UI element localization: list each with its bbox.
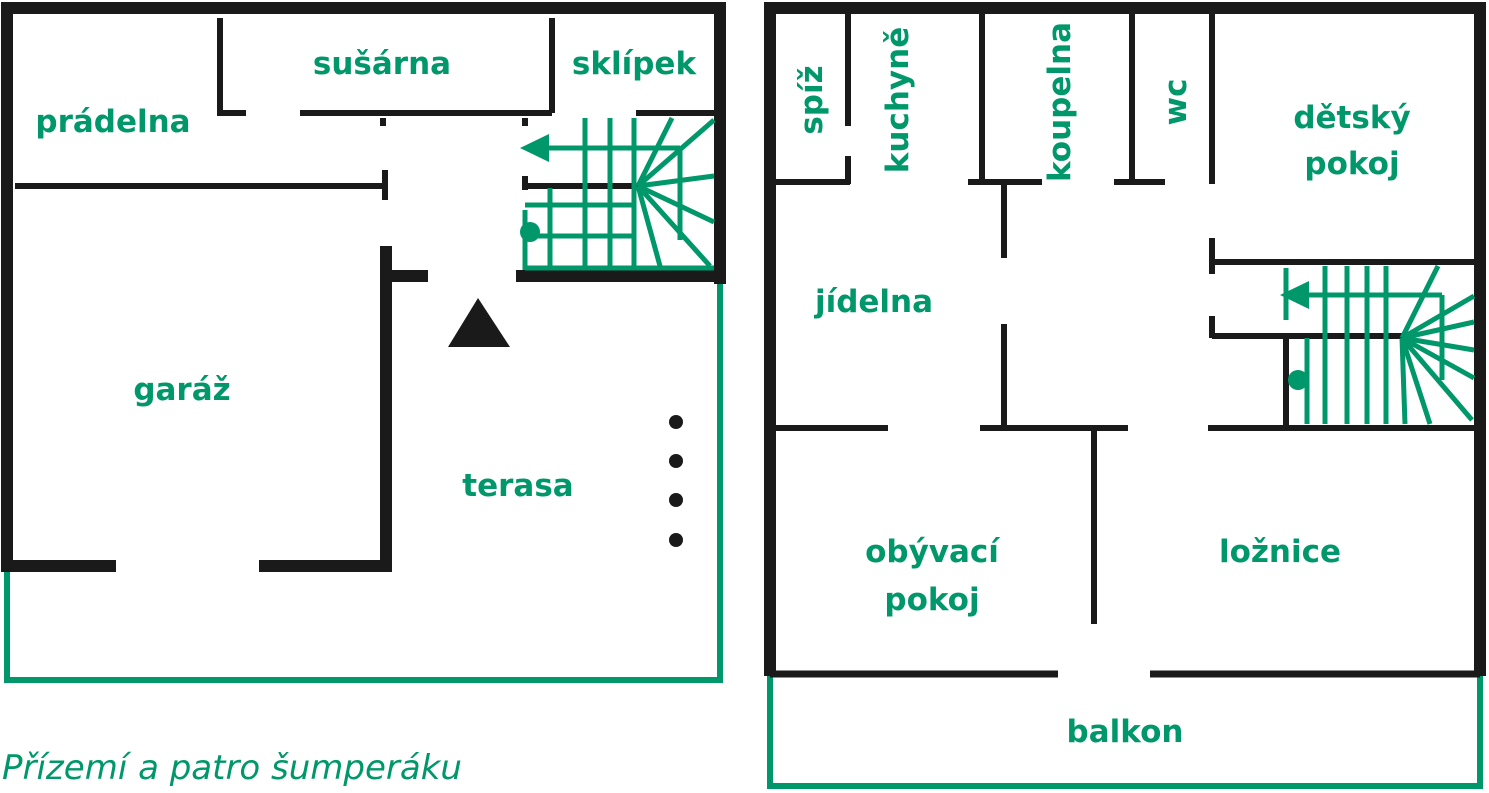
room-label-obyvaci: obývací bbox=[865, 534, 1000, 570]
room-label-pradelna: prádelna bbox=[35, 104, 190, 140]
room-label-garaz: garáž bbox=[133, 372, 230, 408]
room-label-jidelna: jídelna bbox=[813, 284, 933, 320]
upper-floor-balcony-outline bbox=[767, 676, 1483, 789]
ground-floor-staircase bbox=[522, 116, 716, 271]
room-label-balkon: balkon bbox=[1067, 714, 1184, 750]
upper-floor-plan: spíž kuchyně koupelna wc dětský pokoj jí… bbox=[764, 2, 1486, 789]
room-label-terasa: terasa bbox=[462, 468, 573, 504]
ground-floor-terrace-outline bbox=[4, 282, 723, 683]
upper-floor-staircase bbox=[1283, 264, 1476, 425]
room-label-koupelna: koupelna bbox=[1042, 22, 1078, 182]
stair-dot-icon bbox=[1288, 370, 1308, 390]
upper-floor-interior-walls bbox=[776, 14, 1476, 624]
ground-floor-plan: sušárna sklípek prádelna garáž terasa bbox=[1, 2, 726, 683]
room-label-susarna: sušárna bbox=[313, 46, 451, 82]
diagram-caption: Přízemí a patro šumperáku bbox=[2, 748, 462, 788]
dots-icon bbox=[669, 415, 683, 547]
room-label-detsky-pokoj: pokoj bbox=[1304, 146, 1399, 182]
room-label-sklipek: sklípek bbox=[572, 46, 698, 82]
room-label-detsky: dětský bbox=[1293, 100, 1410, 136]
upper-floor-outer-walls bbox=[764, 2, 1486, 676]
room-label-spiz: spíž bbox=[794, 65, 830, 134]
stair-arrow-icon bbox=[520, 134, 549, 162]
room-label-loznice: ložnice bbox=[1219, 534, 1341, 570]
ground-floor-outer-walls bbox=[1, 2, 726, 572]
room-label-obyvaci-pokoj: pokoj bbox=[884, 582, 979, 618]
ground-floor-interior-walls bbox=[15, 18, 714, 200]
stair-dot-icon bbox=[520, 222, 540, 242]
north-triangle-icon bbox=[448, 298, 510, 347]
room-label-wc: wc bbox=[1158, 78, 1194, 125]
stair-arrow-icon bbox=[1280, 281, 1309, 309]
room-label-kuchyne: kuchyně bbox=[880, 27, 916, 173]
